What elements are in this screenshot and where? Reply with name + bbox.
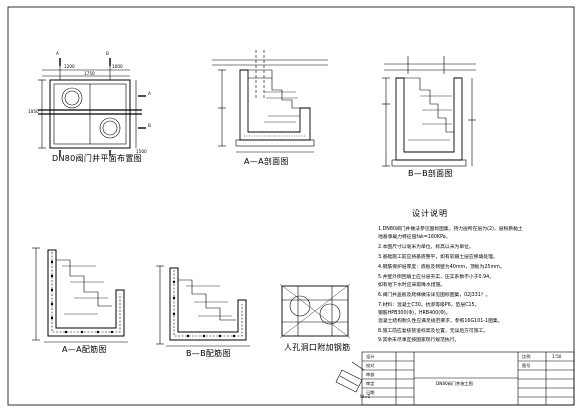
plan-title: DN80阀门井平面布置图	[52, 154, 142, 163]
note-line: 9.其余未尽事宜按国家现行规范执行。	[378, 338, 460, 343]
note-line: 7.材料：混凝土C30，抗渗等级P6，垫层C15。	[378, 303, 480, 308]
marker-a-top: A	[56, 51, 59, 56]
section-aa	[212, 50, 328, 153]
tb-scale: 1:50	[552, 354, 562, 359]
note-line: 如有地下水时应采取降水措施。	[378, 283, 446, 288]
tb-project: DN80阀门井施工图	[436, 381, 473, 386]
rebar-aa	[32, 247, 128, 343]
tb-label: 比例	[522, 354, 531, 359]
note-line: 8.施工前应复核管道标高及位置，无误后方可施工。	[378, 329, 489, 334]
note-line: 钢筋HPB300(Φ)，HRB400(Φ)。	[378, 311, 451, 316]
rebar-bb	[156, 265, 250, 347]
marker-b-top: B	[106, 51, 109, 56]
rebar-bb-title: B—B配筋图	[186, 349, 231, 358]
manhole-title: 人孔洞口附加钢筋	[284, 343, 351, 352]
tb-label: 日期	[366, 390, 375, 395]
sheet-border	[7, 6, 575, 406]
plan-dim-3: 1000	[112, 64, 123, 69]
marker-b-right: B	[148, 123, 151, 128]
section-aa-title: A—A剖面图	[244, 157, 289, 166]
section-bb	[382, 56, 476, 167]
plan-view	[38, 58, 146, 156]
ladder-detail	[335, 361, 365, 393]
section-bb-title: B—B剖面图	[408, 169, 453, 178]
note-line: 4.钢筋保护层厚度：底板及侧壁为40mm，顶板为25mm。	[378, 265, 505, 270]
marker-a-right: A	[148, 91, 151, 96]
note-line: 地基承载力特征值fak=160KPa。	[378, 235, 451, 240]
tb-label: 校对	[366, 363, 375, 368]
note-line: 6.阀门井盖板及爬梯做法详见国标图集，02J331？。	[378, 293, 491, 298]
note-line: 3.基础施工前应将基底整平，如有软弱土层应换填处理。	[378, 255, 498, 260]
plan-dim-2: 1750	[84, 71, 95, 76]
plan-dim-5: 1500	[136, 149, 147, 154]
note-line: 2.本图尺寸以毫米为单位，标高以米为单位。	[378, 245, 474, 250]
notes-title: 设计说明	[412, 209, 448, 218]
note-line: 5.井壁外侧回填土应分层夯实，压实系数不小于0.94。	[378, 275, 494, 280]
note-line: 1.DN80阀门井做法参见国标图集，持力层所在层为(2)，层粉质黏土	[378, 227, 523, 232]
rebar-aa-title: A—A配筋图	[62, 345, 107, 354]
manhole-rebar	[279, 283, 351, 339]
tb-label: 设计	[366, 354, 375, 359]
plan-dim-1: 1200	[64, 64, 75, 69]
plan-dim-4: 1050	[28, 109, 39, 114]
detail-label: W=1	[360, 394, 371, 399]
tb-label: 图号	[522, 363, 531, 368]
title-block	[361, 351, 575, 406]
tb-label: 审定	[366, 381, 375, 386]
note-line: 混凝土结构耐久性应满足规范要求，参照16G101-1图集。	[378, 319, 503, 324]
tb-label: 审核	[366, 372, 375, 377]
